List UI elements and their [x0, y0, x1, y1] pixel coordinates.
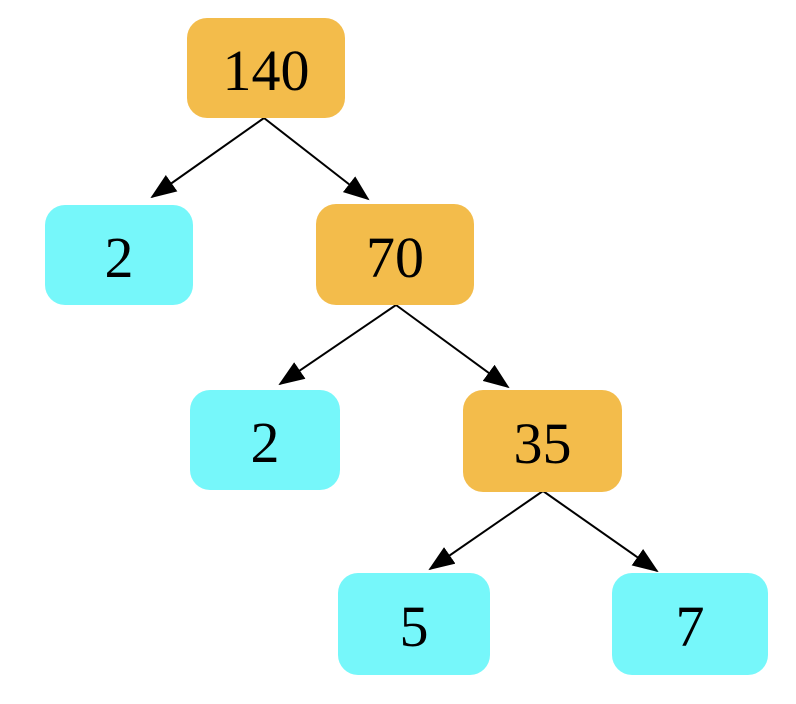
node-70-label: 70: [366, 224, 424, 290]
edge-70-to-2-mid: [278, 304, 397, 386]
node-2-mid-label: 2: [250, 410, 280, 475]
edge-140-to-70: [263, 117, 370, 201]
node-7: 7: [612, 573, 768, 675]
edge-35-to-7: [542, 490, 659, 573]
node-35: 35: [463, 390, 622, 492]
node-140-label: 140: [222, 38, 310, 103]
node-2-mid: 2: [190, 390, 340, 490]
node-2-left-label: 2: [104, 225, 134, 290]
node-140: 140: [187, 18, 345, 118]
edge-140-to-2-left: [150, 117, 265, 199]
edge-35-to-5: [428, 490, 544, 571]
node-35-label: 35: [513, 411, 572, 476]
node-5: 5: [338, 573, 490, 675]
node-70: 70: [316, 204, 474, 305]
node-7-label: 7: [675, 594, 705, 659]
node-5-label: 5: [399, 594, 429, 659]
node-2-left: 2: [45, 205, 193, 305]
edge-70-to-35: [395, 304, 510, 389]
